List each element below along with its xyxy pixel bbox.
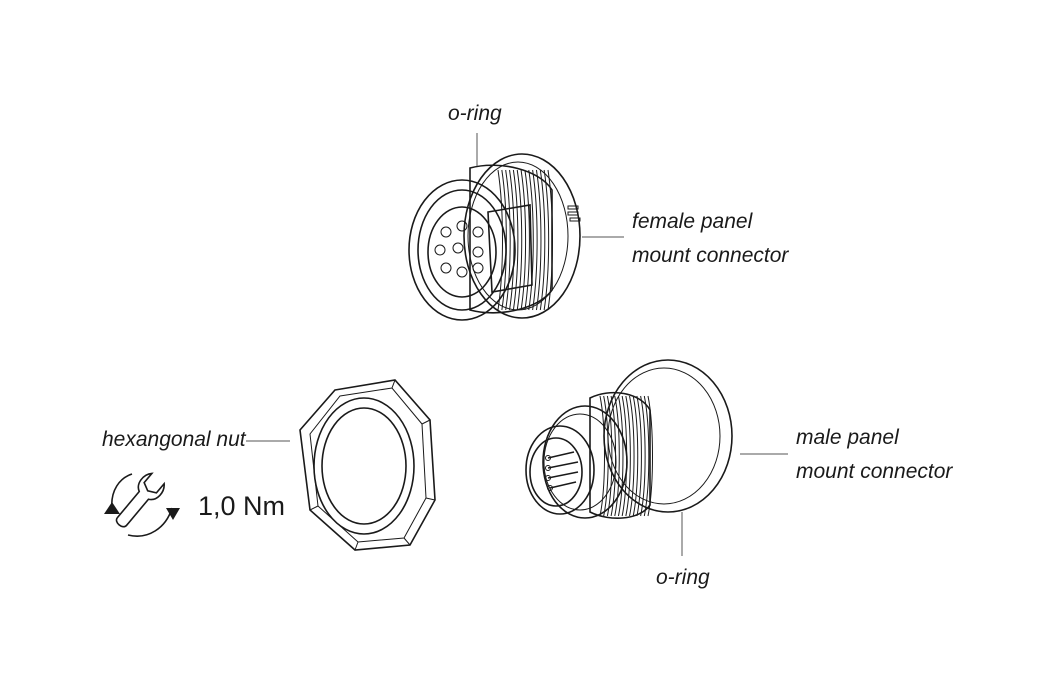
thread-line xyxy=(643,395,650,517)
male-panel-connector xyxy=(525,359,733,519)
label-nut: hexangonal nut xyxy=(102,428,247,451)
label-oring-bottom: o-ring xyxy=(656,566,710,589)
wrench-rotate-icon xyxy=(104,472,180,537)
thread-line xyxy=(535,169,542,311)
label-female-line2: mount connector xyxy=(632,244,789,267)
thread-line xyxy=(599,395,605,517)
thread-line xyxy=(636,395,642,517)
female-panel-connector xyxy=(408,153,581,321)
thread-line xyxy=(647,395,653,517)
label-male-line2: mount connector xyxy=(796,460,953,483)
label-oring-top: o-ring xyxy=(448,102,502,125)
thread-line xyxy=(625,395,631,517)
thread-line xyxy=(532,169,538,311)
thread-line xyxy=(603,395,609,517)
thread-line xyxy=(524,169,530,311)
thread-line xyxy=(614,395,620,517)
thread-line xyxy=(501,169,507,311)
thread-line xyxy=(497,169,503,311)
leader-lines xyxy=(246,133,788,556)
thread-line xyxy=(512,169,519,311)
thread-line xyxy=(505,169,511,311)
thread-line xyxy=(520,169,527,311)
thread-line xyxy=(516,169,523,311)
thread-line xyxy=(629,395,635,517)
thread-line xyxy=(617,395,624,517)
thread-line xyxy=(632,395,639,517)
thread-line xyxy=(539,169,546,311)
thread-line xyxy=(640,395,646,517)
thread-line xyxy=(543,169,550,311)
thread-line xyxy=(547,169,553,311)
thread-line xyxy=(528,169,534,311)
thread-line xyxy=(606,395,613,517)
male-contact-pins xyxy=(545,451,579,491)
torque-value: 1,0 Nm xyxy=(198,491,285,521)
hexagonal-nut xyxy=(299,379,436,551)
label-female-line1: female panel xyxy=(632,210,754,233)
female-socket-holes xyxy=(434,220,484,278)
female-rear-pins xyxy=(567,205,581,222)
label-male-line1: male panel xyxy=(796,426,900,449)
